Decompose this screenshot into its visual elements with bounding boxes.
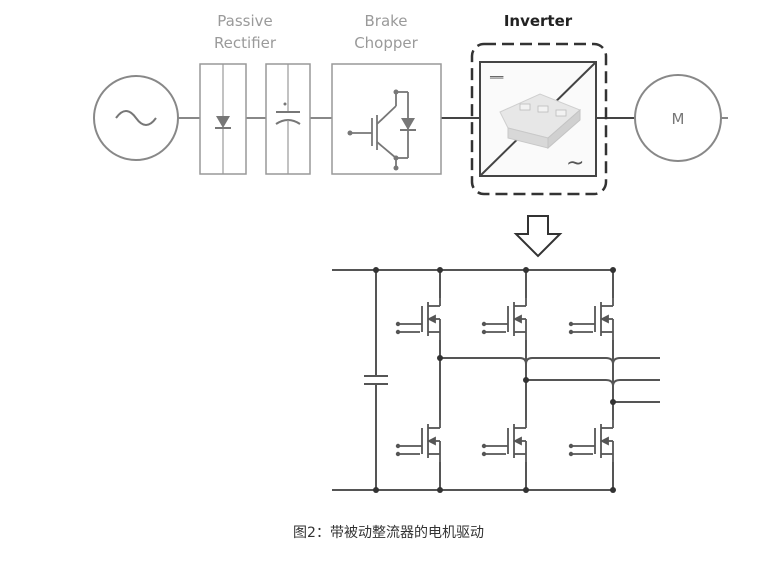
rectifier-capacitor-box	[265, 63, 311, 175]
inverter-schematic	[332, 269, 660, 491]
gate-terminal	[568, 321, 574, 327]
dc-symbol: ══	[489, 71, 504, 84]
inverter-module-image	[499, 93, 581, 150]
down-arrow-icon	[513, 215, 563, 258]
source-terminal	[481, 329, 487, 335]
mosfet-4	[484, 420, 527, 462]
brake-label-1: Brake	[364, 12, 407, 30]
inverter-block: ══ ~	[470, 42, 608, 196]
gate-terminal	[481, 321, 487, 327]
motor-label: M	[672, 110, 685, 128]
inverter-label: Inverter	[504, 12, 573, 30]
passive-label-1: Passive	[217, 12, 272, 30]
source-terminal	[481, 451, 487, 457]
gate-terminal	[395, 321, 401, 327]
mosfet-group	[395, 298, 614, 462]
figure-caption: 图2：带被动整流器的电机驱动	[293, 525, 484, 541]
junction-dots	[373, 267, 616, 493]
ac-symbol: ~	[566, 151, 584, 176]
mosfet-3	[484, 298, 527, 340]
gate-terminal	[481, 443, 487, 449]
motor: M	[634, 74, 728, 162]
source-terminal	[395, 329, 401, 335]
mosfet-6	[571, 420, 614, 462]
mosfet-1	[398, 298, 441, 340]
brake-label-2: Chopper	[354, 34, 418, 52]
mosfet-5	[571, 298, 614, 340]
source-terminal	[568, 329, 574, 335]
mosfet-2	[398, 420, 441, 462]
source-terminal	[395, 451, 401, 457]
source-terminal	[568, 451, 574, 457]
brake-chopper-box	[331, 63, 442, 175]
gate-terminal	[395, 443, 401, 449]
passive-label-2: Rectifier	[214, 34, 277, 52]
ac-source	[93, 75, 179, 161]
gate-terminal	[568, 443, 574, 449]
rectifier-diode-box	[199, 63, 247, 175]
